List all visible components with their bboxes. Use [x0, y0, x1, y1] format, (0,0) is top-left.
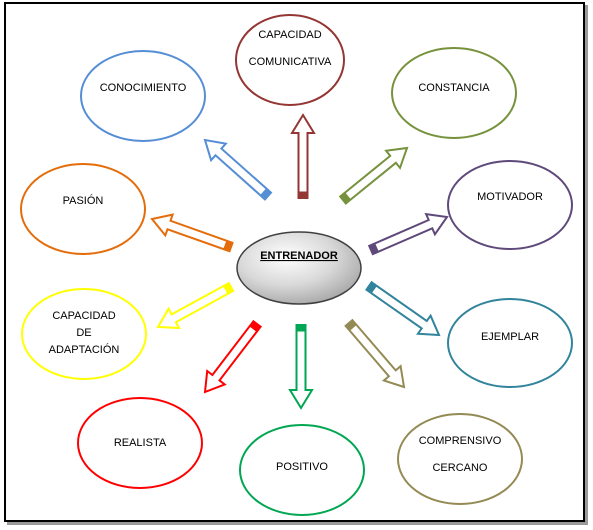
arrow-to-realista — [203, 319, 263, 394]
arrow-tail-ejemplar — [365, 281, 378, 294]
node-label-ejemplar-0: EJEMPLAR — [481, 331, 539, 343]
arrow-to-motivador — [367, 212, 449, 256]
node-label-capacidad-comunicativa-0: CAPACIDAD — [258, 29, 321, 41]
node-ellipse-motivador — [447, 160, 573, 250]
arrow-to-capacidad-comunicativa — [290, 113, 316, 199]
node-pasion: PASIÓN — [20, 163, 146, 255]
node-capacidad-adaptacion: CAPACIDAD DE ADAPTACIÓN — [21, 288, 147, 380]
center-label: ENTRENADOR — [260, 250, 338, 262]
node-ejemplar: EJEMPLAR — [447, 298, 573, 388]
node-label-comprensivo-cercano-1: CERCANO — [432, 462, 487, 474]
node-ellipse-positivo — [239, 424, 365, 516]
node-ellipse-ejemplar — [447, 298, 573, 388]
node-label-positivo-0: POSITIVO — [276, 461, 328, 473]
node-ellipse-pasion — [20, 163, 146, 255]
node-positivo: POSITIVO — [239, 424, 365, 516]
node-realista: REALISTA — [77, 397, 203, 489]
node-label-motivador-0: MOTIVADOR — [477, 191, 543, 203]
arrow-tail-conocimiento — [259, 187, 272, 201]
node-label-capacidad-comunicativa-1: COMUNICATIVA — [249, 56, 332, 68]
arrow-to-conocimiento — [203, 138, 273, 201]
arrow-tail-capacidad-comunicativa — [298, 191, 308, 199]
arrow-tail-pasion — [223, 240, 234, 252]
node-motivador: MOTIVADOR — [447, 160, 573, 250]
node-label-constancia-0: CONSTANCIA — [418, 82, 490, 94]
center-ellipse — [236, 231, 362, 305]
node-label-pasion-0: PASIÓN — [63, 194, 104, 207]
arrow-tail-realista — [249, 320, 262, 333]
arrow-tail-motivador — [368, 242, 379, 255]
arrow-to-positivo — [288, 324, 314, 410]
arrow-tail-capacidad-adaptacion — [222, 282, 234, 295]
node-label-comprensivo-cercano-0: COMPRENSIVO — [419, 435, 502, 447]
node-ellipse-conocimiento — [80, 50, 206, 142]
arrow-to-ejemplar — [365, 280, 441, 337]
node-ellipse-comprensivo-cercano — [397, 413, 523, 505]
node-conocimiento: CONOCIMIENTO — [80, 50, 206, 142]
node-ellipse-capacidad-adaptacion — [21, 288, 147, 380]
arrow-tail-constancia — [339, 191, 352, 205]
node-ellipse-realista — [77, 397, 203, 489]
center-node: ENTRENADOR — [236, 231, 362, 305]
node-capacidad-comunicativa: CAPACIDAD COMUNICATIVA — [235, 14, 345, 106]
arrow-to-constancia — [338, 146, 409, 205]
node-comprensivo-cercano: COMPRENSIVO CERCANO — [397, 413, 523, 505]
node-label-capacidad-adaptacion-2: ADAPTACIÓN — [49, 343, 120, 356]
arrow-tail-positivo — [296, 324, 306, 332]
node-constancia: CONSTANCIA — [391, 47, 517, 139]
node-ellipse-capacidad-comunicativa — [235, 14, 345, 106]
node-label-capacidad-adaptacion-0: CAPACIDAD — [52, 310, 115, 322]
node-label-capacidad-adaptacion-1: DE — [76, 327, 91, 339]
arrow-to-capacidad-adaptacion — [156, 281, 235, 330]
arrow-tail-comprensivo-cercano — [344, 319, 358, 332]
node-ellipse-constancia — [391, 47, 517, 139]
arrow-to-pasion — [150, 213, 234, 253]
node-label-realista-0: REALISTA — [114, 437, 167, 449]
node-label-conocimiento-0: CONOCIMIENTO — [100, 82, 187, 94]
arrow-to-comprensivo-cercano — [344, 318, 406, 389]
